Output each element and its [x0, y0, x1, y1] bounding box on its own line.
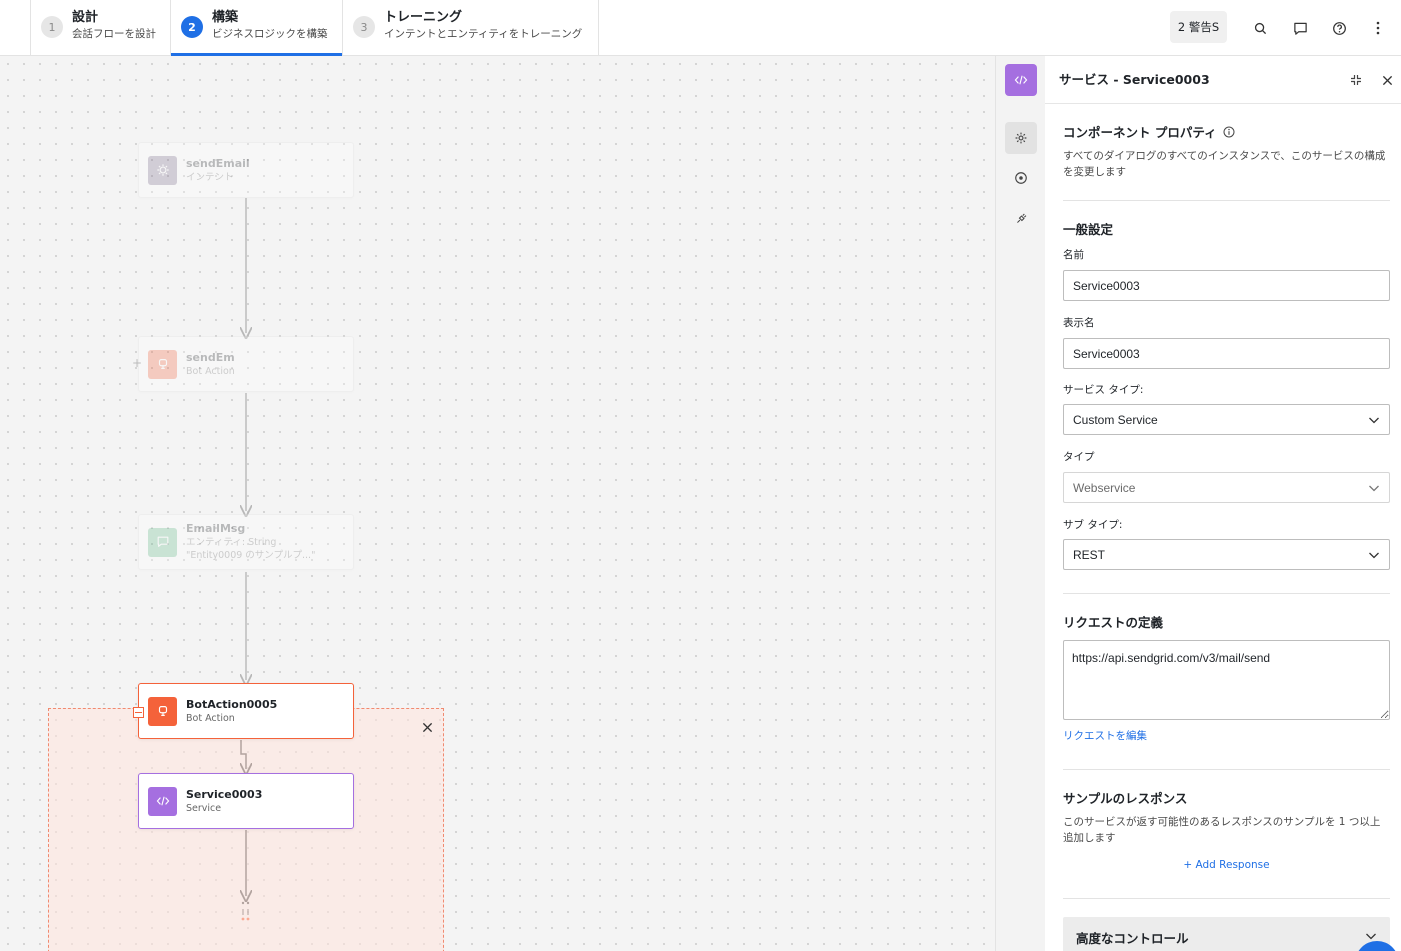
collapse-minus-icon[interactable] [133, 707, 144, 718]
help-icon[interactable] [1328, 17, 1350, 39]
divider [1063, 200, 1390, 201]
chevron-down-icon [1368, 482, 1380, 497]
chevron-down-icon [1368, 549, 1380, 564]
section-title: コンポーネント プロパティ [1063, 125, 1217, 140]
top-bar: 1 設計 会話フローを設計 2 構築 ビジネスロジックを構築 3 トレーニング … [0, 0, 1401, 56]
intent-icon [148, 155, 177, 185]
step-number: 1 [41, 16, 63, 38]
type-label: タイプ [1063, 451, 1095, 463]
component-properties-description: すべてのダイアログのすべてのインスタンスで、このサービスの構成を変更します [1063, 150, 1386, 178]
node-subtitle: Service [186, 802, 222, 814]
chevron-down-icon [1368, 414, 1380, 429]
edit-request-link[interactable]: リクエストを編集 [1063, 730, 1147, 742]
type-select: Webservice [1063, 472, 1390, 503]
add-response-link[interactable]: + Add Response [1183, 859, 1270, 871]
node-botaction0005[interactable]: BotAction0005 Bot Action [138, 683, 354, 739]
node-service0003[interactable]: Service0003 Service [138, 773, 354, 829]
node-subtitle: Bot Action [186, 712, 235, 724]
flow-canvas[interactable]: sendEmail インテント sendEm Bot Action + Emai… [0, 56, 995, 951]
collapse-icon[interactable] [1347, 71, 1365, 89]
settings-gear-icon[interactable] [1005, 122, 1037, 154]
service-type-label: サービス タイプ: [1063, 384, 1144, 396]
node-subtitle-sample: "Entity0009 のサンプルプ..." [186, 550, 316, 561]
panel-side-rail [995, 56, 1045, 951]
node-subtitle: Bot Action [186, 365, 235, 377]
service-code-icon[interactable] [1005, 64, 1037, 96]
step-number: 3 [353, 16, 375, 38]
node-title: sendEm [186, 350, 235, 364]
chat-icon[interactable] [1289, 17, 1311, 39]
select-value: Custom Service [1073, 412, 1158, 427]
node-title: Service0003 [186, 787, 263, 801]
target-icon[interactable] [1005, 162, 1037, 194]
service-code-icon [148, 786, 177, 816]
info-icon[interactable] [1223, 126, 1235, 138]
node-title: BotAction0005 [186, 697, 278, 711]
step-subtitle: インテントとエンティティをトレーニング [384, 28, 583, 40]
warnings-badge[interactable]: 2 警告S [1170, 11, 1227, 43]
sample-response-title: サンプルのレスポンス [1063, 791, 1188, 806]
request-url-textarea[interactable]: https://api.sendgrid.com/v3/mail/send [1063, 640, 1390, 720]
step-tabs: 1 設計 会話フローを設計 2 構築 ビジネスロジックを構築 3 トレーニング … [30, 0, 599, 56]
node-title: sendEmail [186, 156, 250, 170]
step-design[interactable]: 1 設計 会話フローを設計 [30, 0, 170, 56]
general-settings-title: 一般設定 [1063, 222, 1114, 237]
step-subtitle: ビジネスロジックを構築 [212, 28, 328, 40]
divider [1063, 593, 1390, 594]
select-value: REST [1073, 547, 1106, 562]
divider [1063, 898, 1390, 899]
subtype-label: サブ タイプ: [1063, 519, 1123, 531]
close-icon[interactable] [1378, 71, 1396, 89]
chevron-down-icon [1365, 927, 1377, 946]
name-label: 名前 [1063, 249, 1084, 261]
accordion-title: 高度なコントロール [1076, 930, 1189, 946]
service-type-select[interactable]: Custom Service [1063, 404, 1390, 435]
plug-icon[interactable] [1005, 202, 1037, 234]
divider [1063, 769, 1390, 770]
entity-message-icon [148, 527, 177, 557]
properties-panel: サービス - Service0003 コンポーネント プロパティ すべてのダイア… [1045, 56, 1401, 951]
panel-header: サービス - Service0003 [1045, 56, 1401, 104]
node-subtitle: エンティティ: String [186, 537, 277, 548]
step-number: 2 [181, 16, 203, 38]
request-definition-title: リクエストの定義 [1063, 615, 1164, 630]
step-training[interactable]: 3 トレーニング インテントとエンティティをトレーニング [342, 0, 599, 56]
display-name-field[interactable] [1063, 338, 1390, 369]
panel-title: サービス - Service0003 [1059, 72, 1210, 87]
component-properties-heading: コンポーネント プロパティ [1063, 122, 1235, 141]
bot-action-icon [148, 696, 177, 726]
selection-group[interactable] [48, 708, 444, 951]
display-name-label: 表示名 [1063, 317, 1095, 329]
node-emailmsg-entity[interactable]: EmailMsg エンティティ: String "Entity0009 のサンプ… [138, 514, 354, 570]
select-value: Webservice [1073, 480, 1136, 495]
assistant-fab-button[interactable] [1355, 941, 1399, 951]
node-subtitle: インテント [186, 171, 234, 183]
step-title: トレーニング [384, 10, 463, 25]
node-sendemail-intent[interactable]: sendEmail インテント [138, 142, 354, 198]
close-group-icon[interactable] [422, 718, 433, 737]
node-sendem-bot-action[interactable]: sendEm Bot Action [138, 336, 354, 392]
bot-action-icon [148, 349, 177, 379]
node-title: EmailMsg [186, 522, 246, 535]
more-icon[interactable] [1367, 17, 1389, 39]
step-title: 設計 [72, 10, 99, 25]
sample-response-description: このサービスが返す可能性のあるレスポンスのサンプルを 1 つ以上追加します [1063, 816, 1381, 844]
subtype-select[interactable]: REST [1063, 539, 1390, 570]
step-build[interactable]: 2 構築 ビジネスロジックを構築 [170, 0, 342, 56]
add-node-plus-icon[interactable]: + [132, 356, 143, 370]
search-icon[interactable] [1249, 17, 1271, 39]
advanced-controls-accordion[interactable]: 高度なコントロール [1063, 917, 1390, 951]
step-subtitle: 会話フローを設計 [72, 28, 156, 40]
name-field[interactable] [1063, 270, 1390, 301]
step-title: 構築 [212, 10, 239, 25]
